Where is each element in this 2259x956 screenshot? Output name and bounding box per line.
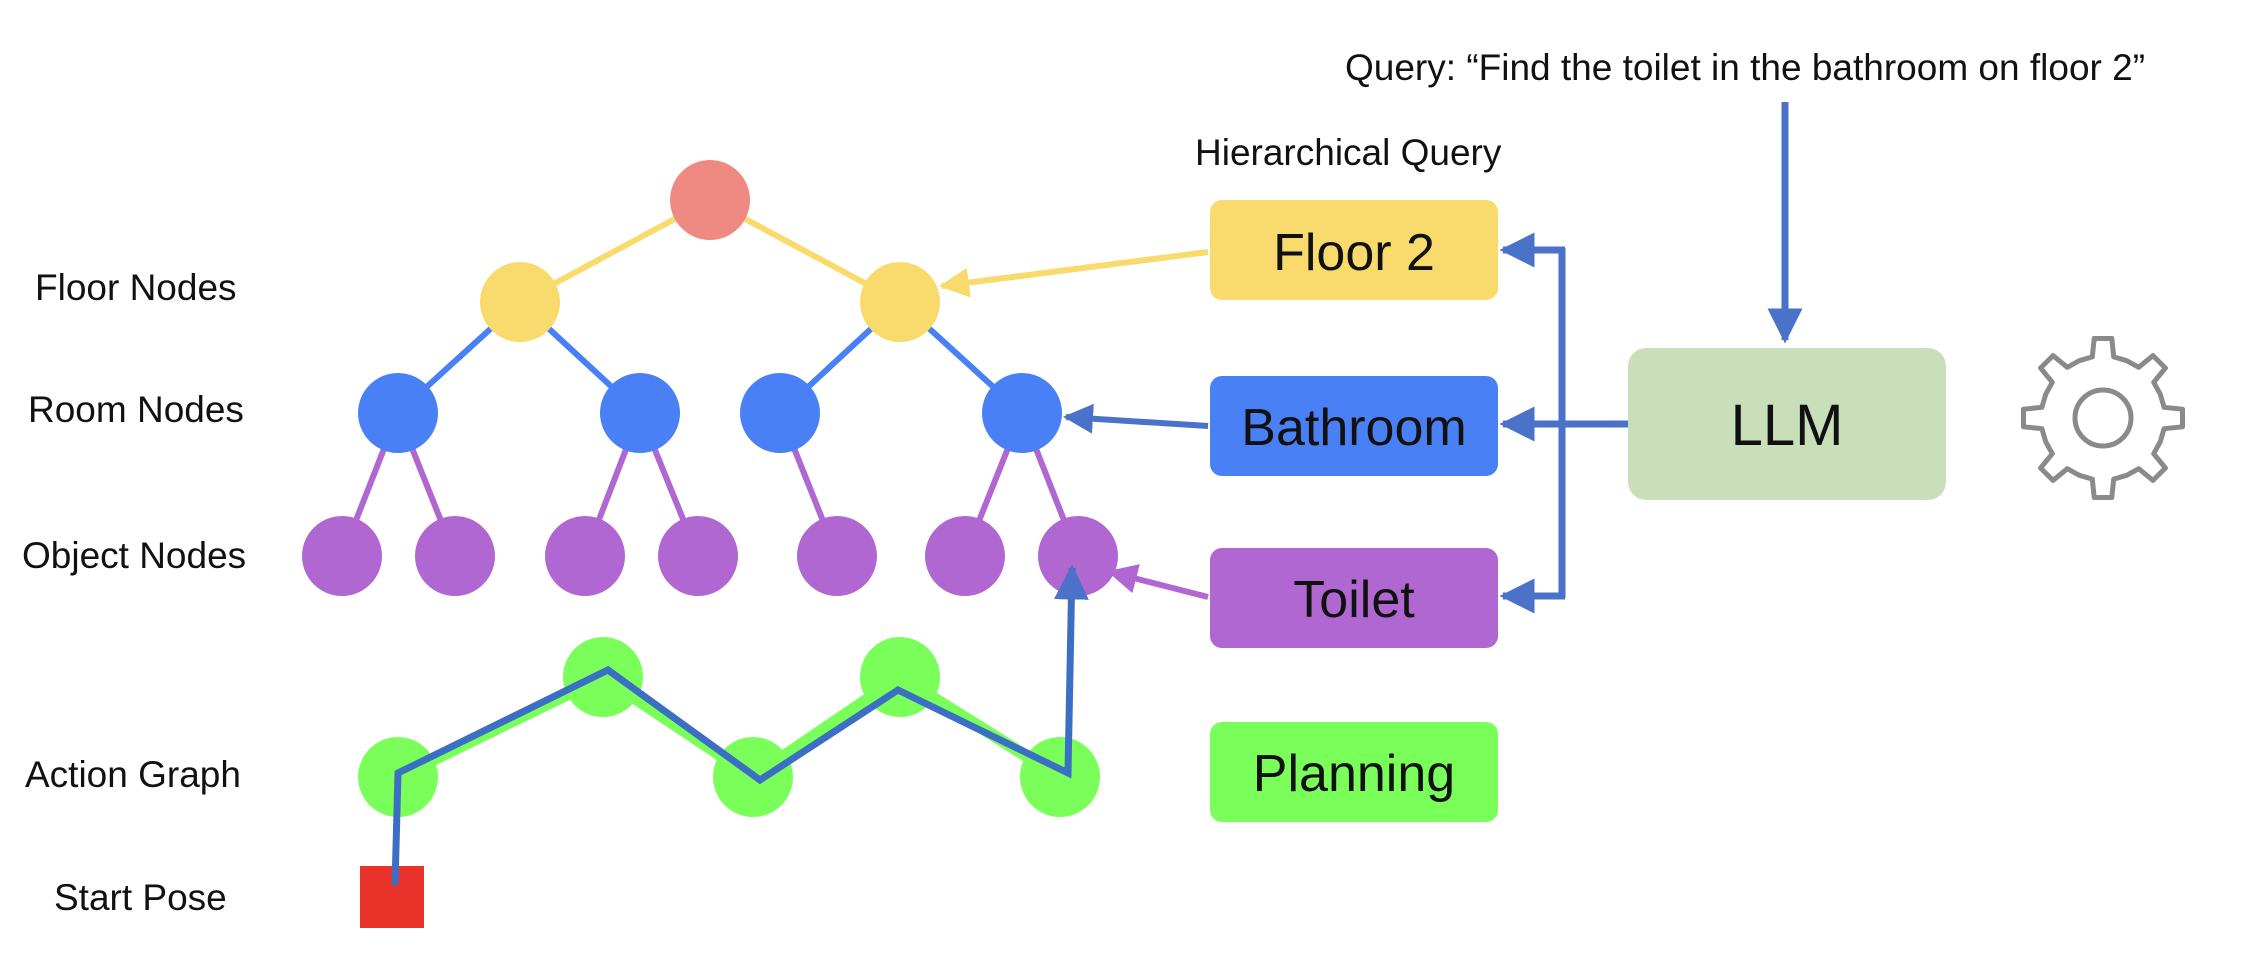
planned-path	[391, 564, 1089, 886]
floor-box-label: Floor 2	[1273, 224, 1435, 282]
gear-icon-outline	[2021, 336, 2185, 500]
row-label-room: Room Nodes	[28, 389, 244, 430]
llm-box-label: LLM	[1731, 393, 1844, 458]
query-text: Query: “Find the toilet in the bathroom …	[1345, 47, 2145, 88]
object-node-6	[925, 516, 1005, 596]
object-node-7	[1038, 516, 1118, 596]
room-node-3	[740, 373, 820, 453]
object-box-label: Toilet	[1293, 571, 1415, 629]
row-label-start: Start Pose	[54, 877, 227, 918]
llm-dispatch-arrows	[1499, 232, 1628, 614]
gear-icon-hub	[2072, 387, 2134, 449]
arrow-floor-to-node	[939, 249, 1209, 298]
object-query-box: Toilet	[1210, 548, 1498, 648]
room-query-box: Bathroom	[1210, 376, 1498, 476]
room-box-bg	[1210, 376, 1498, 476]
llm-box: LLM	[1628, 348, 1946, 500]
floor-query-box: Floor 2	[1210, 200, 1498, 300]
action-node-5	[1020, 737, 1100, 817]
planning-box: Planning	[1210, 722, 1498, 822]
action-graph	[358, 637, 1100, 817]
room-node-2	[600, 373, 680, 453]
arrow-room-to-node	[1063, 403, 1209, 434]
planning-box-bg	[1210, 722, 1498, 822]
object-node-2	[415, 516, 495, 596]
llm-box-bg	[1628, 348, 1946, 500]
floor-node-1	[480, 262, 560, 342]
object-box-bg	[1210, 548, 1498, 648]
object-node-5	[797, 516, 877, 596]
room-node-1	[358, 373, 438, 453]
row-label-floor: Floor Nodes	[35, 267, 237, 308]
row-label-action: Action Graph	[25, 754, 241, 795]
action-node-2	[563, 637, 643, 717]
hierarchical-query-label: Hierarchical Query	[1195, 132, 1502, 173]
tree-edges	[339, 197, 1081, 559]
object-node-3	[545, 516, 625, 596]
floor-box-bg	[1210, 200, 1498, 300]
room-box-label: Bathroom	[1241, 399, 1466, 457]
room-node-4	[982, 373, 1062, 453]
planning-box-label: Planning	[1253, 745, 1455, 803]
object-node-1	[302, 516, 382, 596]
floor-node-2	[860, 262, 940, 342]
root-node	[670, 160, 750, 240]
object-node-4	[658, 516, 738, 596]
gear-icon	[2021, 336, 2185, 500]
arrow-object-to-node	[1107, 564, 1209, 600]
row-label-object: Object Nodes	[22, 535, 246, 576]
tree-nodes	[302, 160, 1118, 596]
